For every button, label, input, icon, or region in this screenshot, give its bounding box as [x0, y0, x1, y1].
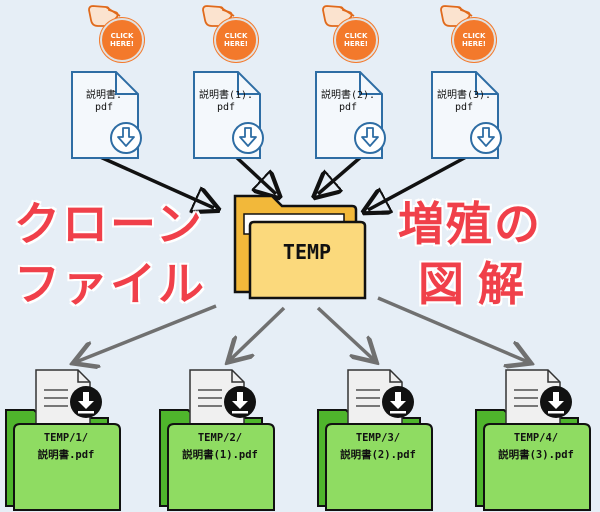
output-path-file: 説明書(1).pdf	[182, 449, 258, 461]
download-file-in-folder-icon	[5, 369, 121, 511]
arrow-temp-to-out3	[316, 306, 374, 360]
title-left-line2: ファイル	[13, 257, 206, 311]
title-right-line2: 図解	[417, 257, 538, 311]
pdf-file-icon	[193, 71, 264, 159]
download-file-in-folder-icon	[159, 369, 275, 511]
output-path-file: 説明書(2).pdf	[340, 449, 416, 461]
click-here-text: CLICK HERE!	[334, 18, 378, 62]
arrow-source3-to-temp	[318, 154, 364, 194]
pdf-file-icon	[315, 71, 386, 159]
output-item-3[interactable]: TEMP/3/ 説明書(2).pdf	[316, 366, 434, 511]
arrow-temp-to-out1	[76, 304, 217, 362]
output-item-1[interactable]: TEMP/1/ 説明書.pdf	[4, 366, 122, 511]
output-item-4[interactable]: TEMP/4/ 説明書(3).pdf	[474, 366, 592, 511]
temp-folder[interactable]: TEMP	[232, 192, 368, 302]
source-file-3[interactable]: 説明書(2). pdf	[314, 70, 386, 162]
click-here-text: CLICK HERE!	[452, 18, 496, 62]
pdf-file-icon	[71, 71, 142, 159]
output-path-file: 説明書(3).pdf	[498, 449, 574, 461]
output-path-label: TEMP/3/ 説明書(2).pdf	[324, 430, 432, 464]
output-path-dir: TEMP/1/	[43, 432, 89, 444]
download-file-in-folder-icon	[475, 369, 591, 511]
click-here-text: CLICK HERE!	[214, 18, 258, 62]
click-here-badge-3[interactable]: CLICK HERE!	[320, 2, 382, 62]
arrow-source2-to-temp	[233, 154, 276, 194]
title-right-line1: 増殖の	[397, 197, 542, 251]
click-here-text: CLICK HERE!	[100, 18, 144, 62]
source-file-2[interactable]: 説明書(1). pdf	[192, 70, 264, 162]
download-file-in-folder-icon	[317, 369, 433, 511]
output-path-label: TEMP/4/ 説明書(3).pdf	[482, 430, 590, 464]
output-path-dir: TEMP/3/	[355, 432, 401, 444]
arrow-temp-to-out2	[230, 306, 286, 360]
arrow-temp-to-out4	[377, 296, 528, 362]
output-item-2[interactable]: TEMP/2/ 説明書(1).pdf	[158, 366, 276, 511]
output-path-dir: TEMP/4/	[513, 432, 559, 444]
temp-folder-label: TEMP	[282, 240, 332, 264]
source-file-name: 説明書(2). pdf	[320, 90, 376, 113]
click-here-badge-4[interactable]: CLICK HERE!	[438, 2, 500, 62]
output-path-file: 説明書.pdf	[37, 449, 95, 461]
output-path-label: TEMP/1/ 説明書.pdf	[12, 430, 120, 464]
source-file-name: 説明書(1). pdf	[198, 90, 254, 113]
folder-icon	[233, 194, 367, 300]
output-path-label: TEMP/2/ 説明書(1).pdf	[166, 430, 274, 464]
source-file-1[interactable]: 説明書. pdf	[70, 70, 142, 162]
title-left-line1: クローン	[13, 197, 204, 251]
source-file-4[interactable]: 説明書(3). pdf	[430, 70, 502, 162]
source-file-name: 説明書. pdf	[85, 90, 123, 113]
output-path-dir: TEMP/2/	[197, 432, 243, 444]
arrow-source1-to-temp	[97, 154, 214, 208]
click-here-badge-1[interactable]: CLICK HERE!	[86, 2, 148, 62]
pdf-file-icon	[431, 71, 502, 159]
click-here-badge-2[interactable]: CLICK HERE!	[200, 2, 262, 62]
source-file-name: 説明書(3). pdf	[436, 90, 492, 113]
arrow-source4-to-temp	[368, 154, 469, 210]
